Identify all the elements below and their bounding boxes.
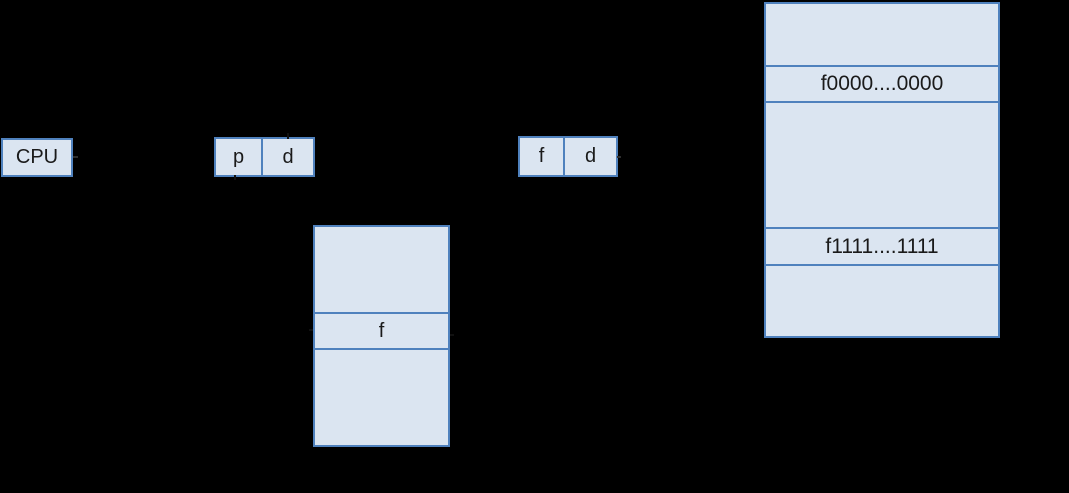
memory-row — [766, 103, 998, 229]
page-table-row-f: f — [315, 314, 448, 350]
memory-row — [766, 266, 998, 336]
arrow-artifact — [617, 156, 621, 158]
cpu-label: CPU — [15, 146, 59, 168]
arrow-artifact — [309, 329, 313, 331]
logical-address-d-cell: d — [282, 145, 294, 168]
cpu-box: CPU — [1, 138, 73, 177]
arrow-artifact — [73, 156, 78, 158]
physical-address-f-cell: f — [520, 138, 565, 175]
physical-address-box: f d — [518, 136, 618, 177]
physical-memory-box: f0000....0000 f1111....1111 — [764, 2, 1000, 338]
physical-address-d-cell: d — [584, 145, 597, 167]
logical-address-box: p d — [214, 137, 315, 177]
memory-row-f1111: f1111....1111 — [766, 229, 998, 266]
logical-address-p-cell: p — [216, 139, 263, 175]
arrow-artifact — [234, 175, 236, 180]
memory-row-f0000: f0000....0000 — [766, 67, 998, 103]
page-table-row — [315, 227, 448, 314]
arrow-artifact — [450, 334, 454, 336]
memory-row — [766, 4, 998, 67]
page-table-row — [315, 350, 448, 445]
arrow-artifact — [287, 133, 289, 139]
page-table-box: f — [313, 225, 450, 447]
